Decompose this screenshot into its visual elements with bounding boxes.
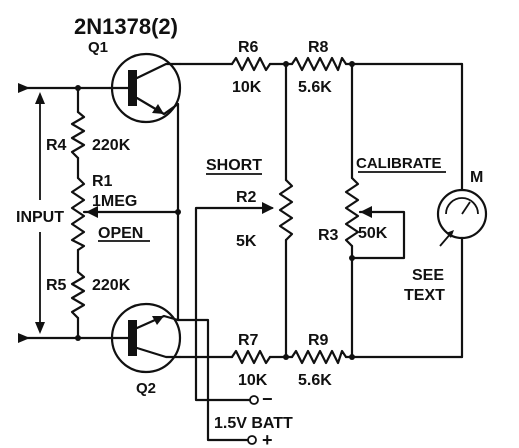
label-open: OPEN (98, 225, 143, 242)
label-r6-name: R6 (238, 39, 259, 56)
label-r8-name: R8 (308, 39, 329, 56)
transistor-q1 (108, 52, 182, 124)
label-r1-value: 1MEG (92, 193, 137, 210)
label-r3-name: R3 (318, 227, 339, 244)
label-r4-value: 220K (92, 137, 131, 154)
resistor-r6 (230, 56, 272, 72)
label-text: TEXT (404, 287, 445, 304)
wiring (18, 62, 464, 442)
resistor-r9 (290, 349, 348, 365)
transistor-q2 (108, 302, 182, 374)
resistor-r1 (70, 176, 98, 252)
label-r9-value: 5.6K (298, 372, 332, 389)
junctions (75, 61, 355, 360)
label-meter: M (470, 169, 483, 186)
label-r2-name: R2 (236, 189, 257, 206)
label-r5-value: 220K (92, 277, 131, 294)
resistor-r4 (70, 110, 86, 160)
label-r4-name: R4 (46, 137, 67, 154)
label-see: SEE (412, 267, 444, 284)
label-r1-name: R1 (92, 173, 113, 190)
label-r6-value: 10K (232, 79, 262, 96)
label-r2-value: 5K (236, 233, 257, 250)
label-r7-name: R7 (238, 332, 259, 349)
label-short: SHORT (206, 157, 262, 174)
label-underlines (98, 171, 446, 242)
resistor-r7 (230, 349, 272, 365)
label-input: INPUT (16, 209, 64, 226)
battery-terminals (247, 395, 259, 445)
meter-m (436, 188, 488, 247)
diagram-title: 2N1378(2) (74, 14, 178, 39)
label-r5-name: R5 (46, 277, 67, 294)
label-battery-minus: − (262, 389, 273, 409)
label-q1: Q1 (88, 39, 108, 56)
input-arrows (18, 83, 45, 343)
resistor-r5 (70, 270, 86, 320)
label-r8-value: 5.6K (298, 79, 332, 96)
label-battery: 1.5V BATT (214, 415, 293, 432)
label-r3-value: 50K (358, 225, 388, 242)
label-battery-plus: + (262, 430, 273, 448)
label-r9-name: R9 (308, 332, 329, 349)
resistor-r2 (262, 178, 294, 242)
label-q2: Q2 (136, 380, 156, 397)
resistor-r8 (290, 56, 348, 72)
label-r7-value: 10K (238, 372, 268, 389)
resistor-r3 (344, 176, 372, 248)
label-calibrate: CALIBRATE (356, 155, 442, 172)
